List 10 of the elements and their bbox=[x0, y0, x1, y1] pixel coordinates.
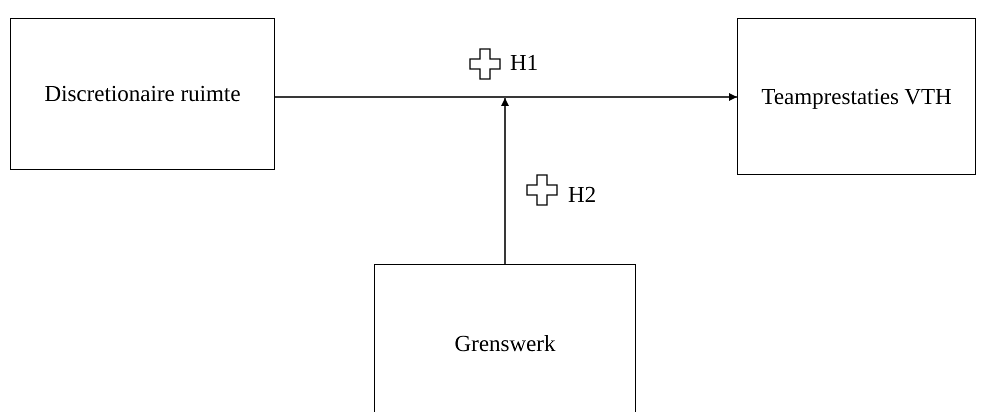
box-label: Grenswerk bbox=[454, 330, 556, 358]
box-label: Teamprestaties VTH bbox=[761, 82, 952, 111]
arrow bbox=[275, 93, 737, 101]
hypothesis-label: H1 bbox=[510, 50, 538, 76]
process-box bbox=[10, 18, 275, 170]
box-label: Discretionaire ruimte bbox=[44, 80, 241, 108]
process-box bbox=[737, 18, 976, 175]
arrow bbox=[501, 98, 509, 264]
process-box bbox=[374, 264, 636, 412]
hypothesis-label: H2 bbox=[568, 182, 596, 208]
